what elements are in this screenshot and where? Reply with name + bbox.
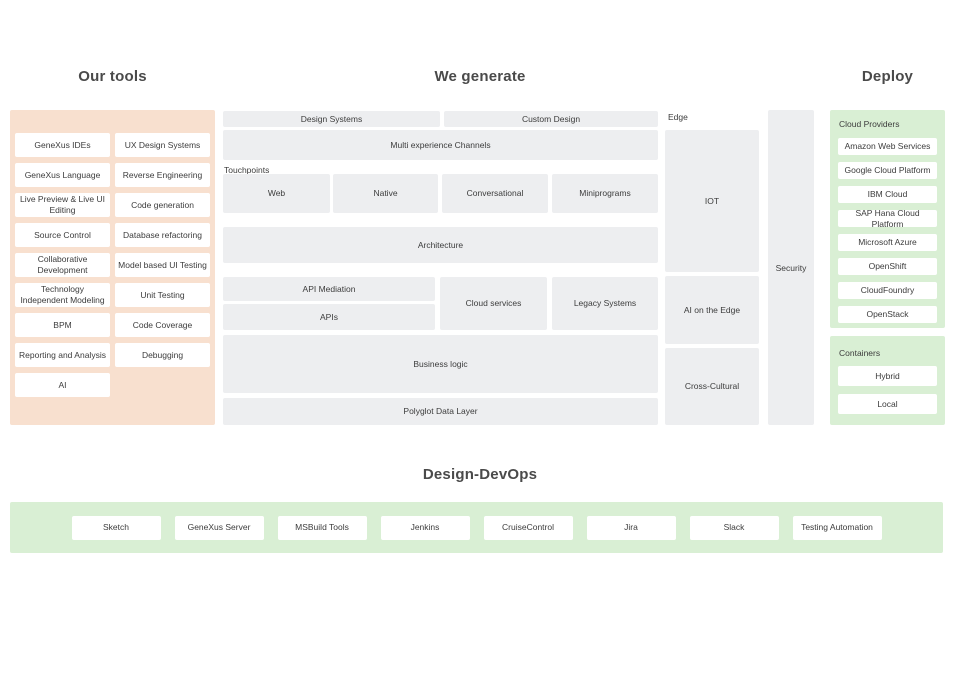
polyglot-data-layer-box: Polyglot Data Layer	[223, 398, 658, 425]
edge-panel: Edge IOT AI on the Edge Cross-Cultural	[665, 110, 759, 425]
tool-card-reporting-and-analysis: Reporting and Analysis	[15, 343, 110, 367]
tool-card-reverse-engineering: Reverse Engineering	[115, 163, 210, 187]
tool-card-collaborative-development: Collaborative Development	[15, 253, 110, 277]
provider-card-aws: Amazon Web Services	[838, 138, 937, 155]
security-box: Security	[768, 110, 814, 425]
architecture-box: Architecture	[223, 227, 658, 263]
api-mediation-box: API Mediation	[223, 277, 435, 301]
design-devops-band: Sketch GeneXus Server MSBuild Tools Jenk…	[10, 502, 943, 553]
provider-card-openstack: OpenStack	[838, 306, 937, 323]
ai-on-the-edge-box: AI on the Edge	[665, 276, 759, 344]
tool-card-code-coverage: Code Coverage	[115, 313, 210, 337]
provider-card-ibm-cloud: IBM Cloud	[838, 186, 937, 203]
tool-card-genexus-language: GeneXus Language	[15, 163, 110, 187]
our-tools-heading: Our tools	[78, 68, 147, 85]
tool-card-ai: AI	[15, 373, 110, 397]
provider-card-microsoft-azure: Microsoft Azure	[838, 234, 937, 251]
container-card-hybrid: Hybrid	[838, 366, 937, 386]
multi-experience-channels-box: Multi experience Channels	[223, 130, 658, 160]
tool-card-debugging: Debugging	[115, 343, 210, 367]
tool-card-source-control: Source Control	[15, 223, 110, 247]
devops-card-testing-automation: Testing Automation	[792, 515, 882, 540]
touchpoint-conversational-box: Conversational	[442, 174, 548, 213]
container-card-local: Local	[838, 394, 937, 414]
our-tools-panel: GeneXus IDEs UX Design Systems GeneXus L…	[10, 110, 215, 425]
provider-card-google-cloud: Google Cloud Platform	[838, 162, 937, 179]
provider-card-openshift: OpenShift	[838, 258, 937, 275]
devops-card-slack: Slack	[689, 515, 779, 540]
tool-card-database-refactoring: Database refactoring	[115, 223, 210, 247]
tool-card-ux-design-systems: UX Design Systems	[115, 133, 210, 157]
design-systems-box: Design Systems	[223, 111, 440, 127]
cloud-services-box: Cloud services	[440, 277, 547, 330]
tool-card-live-preview: Live Preview & Live UI Editing	[15, 193, 110, 217]
devops-card-jira: Jira	[586, 515, 676, 540]
provider-card-cloudfoundry: CloudFoundry	[838, 282, 937, 299]
touchpoint-web-box: Web	[223, 174, 330, 213]
business-logic-box: Business logic	[223, 335, 658, 393]
design-devops-heading: Design-DevOps	[422, 466, 538, 483]
cross-cultural-box: Cross-Cultural	[665, 348, 759, 425]
devops-card-cruisecontrol: CruiseControl	[483, 515, 573, 540]
touchpoint-native-box: Native	[333, 174, 438, 213]
tool-card-code-generation: Code generation	[115, 193, 210, 217]
custom-design-box: Custom Design	[444, 111, 658, 127]
containers-label: Containers	[839, 348, 881, 358]
devops-card-sketch: Sketch	[71, 515, 161, 540]
devops-card-genexus-server: GeneXus Server	[174, 515, 264, 540]
provider-card-sap-hana: SAP Hana Cloud Platform	[838, 208, 937, 229]
tool-card-technology-independent-modeling: Technology Independent Modeling	[15, 283, 110, 307]
tool-card-unit-testing: Unit Testing	[115, 283, 210, 307]
touchpoint-miniprograms-box: Miniprograms	[552, 174, 658, 213]
legacy-systems-box: Legacy Systems	[552, 277, 658, 330]
apis-box: APIs	[223, 304, 435, 330]
tool-card-genexus-ides: GeneXus IDEs	[15, 133, 110, 157]
we-generate-heading: We generate	[434, 68, 526, 85]
edge-label: Edge	[668, 112, 688, 122]
containers-panel: Containers Hybrid Local	[830, 336, 945, 425]
cloud-providers-panel: Cloud Providers Amazon Web Services Goog…	[830, 110, 945, 328]
deploy-heading: Deploy	[861, 68, 914, 85]
touchpoints-label: Touchpoints	[224, 165, 270, 175]
iot-box: IOT	[665, 130, 759, 272]
tool-card-bpm: BPM	[15, 313, 110, 337]
devops-card-msbuild-tools: MSBuild Tools	[277, 515, 367, 540]
cloud-providers-label: Cloud Providers	[839, 119, 900, 129]
we-generate-panel: Design Systems Custom Design Multi exper…	[223, 110, 658, 426]
devops-card-jenkins: Jenkins	[380, 515, 470, 540]
tool-card-model-based-ui-testing: Model based UI Testing	[115, 253, 210, 277]
